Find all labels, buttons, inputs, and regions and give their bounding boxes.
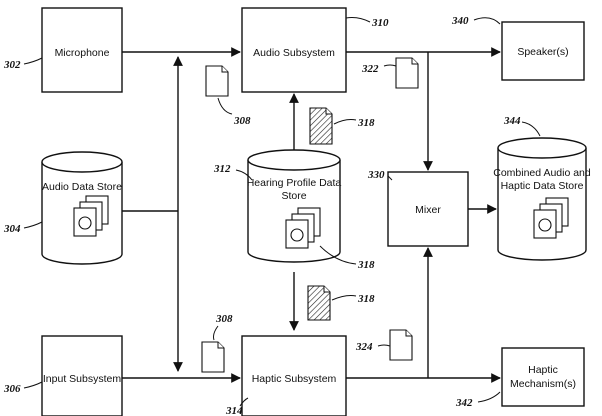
ref-310: 310 [371, 17, 389, 29]
input-subsystem-box: Input Subsystem [41, 335, 123, 416]
ref-306: 306 [3, 383, 21, 395]
combined-store-label-1: Combined Audio and [493, 167, 591, 179]
combined-store-docs-icon [533, 197, 569, 239]
ref-302: 302 [3, 59, 21, 71]
speaker-box: Speaker(s) [501, 21, 585, 81]
ref-324: 324 [355, 341, 373, 353]
ref-318-store: 318 [357, 259, 375, 271]
ref-340: 340 [451, 15, 469, 27]
audio-subsystem-label: Audio Subsystem [253, 47, 335, 59]
doc-308-bottom-icon [201, 341, 225, 373]
ref-314: 314 [225, 405, 243, 416]
doc-318-bottom-icon [307, 285, 331, 321]
doc-318-top-icon [309, 107, 333, 145]
audio-data-store-label: Audio Data Store [42, 181, 122, 193]
audio-data-store-cylinder: Audio Data Store [41, 151, 123, 265]
speaker-label: Speaker(s) [517, 46, 568, 58]
combined-store-cylinder: Combined Audio and Haptic Data Store [493, 137, 591, 261]
hearing-profile-store-cylinder: Hearing Profile Data Store [247, 149, 342, 263]
input-subsystem-label: Input Subsystem [43, 373, 121, 385]
mixer-box: Mixer [387, 171, 469, 247]
ref-322: 322 [361, 63, 379, 75]
audio-subsystem-box: Audio Subsystem [241, 7, 347, 93]
audio-data-store-docs-icon [73, 195, 109, 237]
haptic-subsystem-label: Haptic Subsystem [252, 373, 337, 385]
haptic-subsystem-box: Haptic Subsystem [241, 335, 347, 416]
mixer-label: Mixer [415, 204, 441, 216]
haptic-mechanism-label-2: Mechanism(s) [510, 378, 576, 390]
doc-308-top-icon [205, 65, 229, 97]
doc-324-icon [389, 329, 413, 361]
ref-342: 342 [455, 397, 473, 409]
doc-322-icon [395, 57, 419, 89]
hearing-profile-label-2: Store [281, 190, 306, 202]
microphone-box: Microphone [41, 7, 123, 93]
ref-308-top: 308 [233, 115, 251, 127]
ref-308-bottom: 308 [215, 313, 233, 325]
ref-344: 344 [503, 115, 521, 127]
ref-318-bottom: 318 [357, 293, 375, 305]
hearing-profile-label-1: Hearing Profile Data [247, 177, 342, 189]
haptic-mechanism-label-1: Haptic [528, 364, 558, 376]
haptic-mechanism-box: Haptic Mechanism(s) [501, 347, 585, 407]
microphone-label: Microphone [55, 47, 110, 59]
ref-330: 330 [367, 169, 385, 181]
combined-store-label-2: Haptic Data Store [501, 180, 584, 192]
hearing-profile-docs-icon [285, 207, 321, 249]
ref-318-top: 318 [357, 117, 375, 129]
ref-312: 312 [213, 163, 231, 175]
ref-304: 304 [3, 223, 21, 235]
